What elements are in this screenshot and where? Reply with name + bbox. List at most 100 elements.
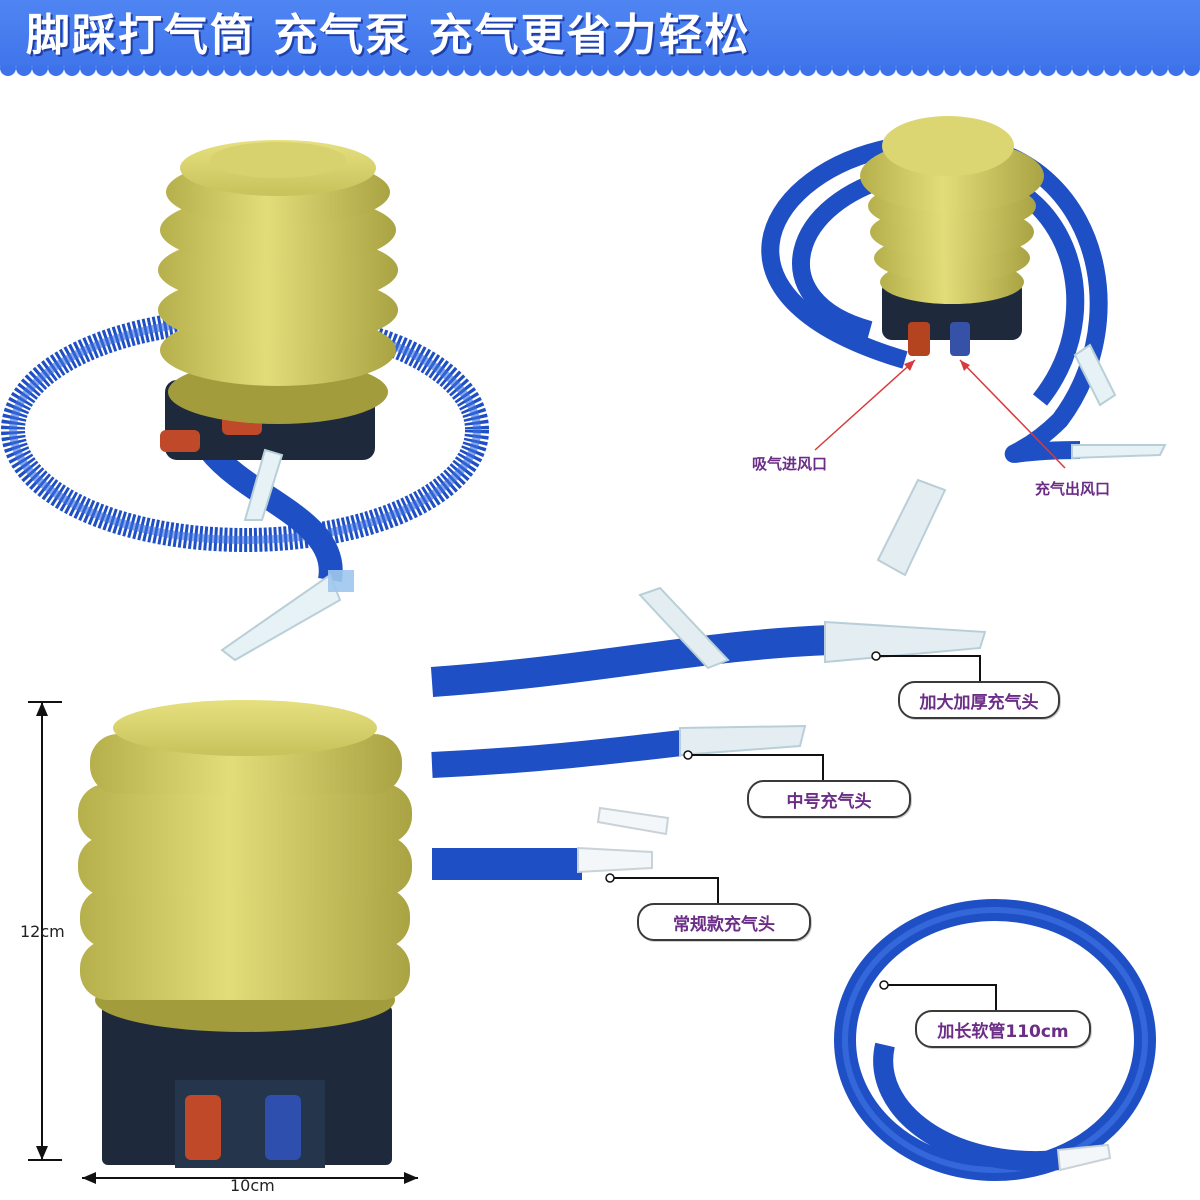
regular-nozzle: [577, 846, 653, 874]
scallop-bump: [160, 66, 176, 76]
outlet-nozzle: [950, 322, 970, 356]
scallop-bump: [128, 66, 144, 76]
scallop-bump: [1040, 66, 1056, 76]
scallop-bump: [672, 66, 688, 76]
large-nozzle-left: [220, 573, 342, 662]
scallop-bump: [592, 66, 608, 76]
scallop-bump: [848, 66, 864, 76]
scallop-bump: [688, 66, 704, 76]
height-dimension-label: 12cm: [20, 922, 65, 941]
scallop-bump: [944, 66, 960, 76]
scallop-bump: [512, 66, 528, 76]
scallop-bump: [528, 66, 544, 76]
scallop-bump: [960, 66, 976, 76]
scallop-bump: [464, 66, 480, 76]
scallop-bump: [192, 66, 208, 76]
scallop-bump: [704, 66, 720, 76]
scallop-bump: [1120, 66, 1136, 76]
outlet-port-label: 充气出风口: [1035, 480, 1111, 498]
scallop-bump: [816, 66, 832, 76]
large-nozzle-label: 加大加厚充气头: [898, 681, 1060, 719]
scallop-bump: [304, 66, 320, 76]
scallop-bump: [1008, 66, 1024, 76]
banner-scallop-edge: [0, 66, 1200, 80]
pump-dimension-view: [28, 700, 418, 1184]
scallop-bump: [720, 66, 736, 76]
scallop-bump: [896, 66, 912, 76]
scallop-bump: [992, 66, 1008, 76]
scallop-bump: [544, 66, 560, 76]
scallop-bump: [400, 66, 416, 76]
nozzle-comparison: [430, 478, 997, 1013]
scallop-bump: [832, 66, 848, 76]
banner-title: 脚踩打气筒 充气泵 充气更省力轻松: [26, 10, 751, 61]
scallop-bump: [560, 66, 576, 76]
large-nozzle: [824, 620, 987, 664]
scallop-bump: [144, 66, 160, 76]
scallop-bump: [96, 66, 112, 76]
scallop-bump: [32, 66, 48, 76]
pump-body: [158, 140, 398, 424]
scallop-bump: [752, 66, 768, 76]
long-hose-coil: [834, 899, 1156, 1181]
scallop-bump: [1152, 66, 1168, 76]
scallop-bump: [1168, 66, 1184, 76]
title-banner: 脚踩打气筒 充气泵 充气更省力轻松: [0, 0, 1200, 80]
scallop-bump: [976, 66, 992, 76]
scallop-bump: [208, 66, 224, 76]
scallop-bump: [1024, 66, 1040, 76]
pump-body: [860, 116, 1044, 304]
scallop-bump: [368, 66, 384, 76]
intake-nozzle: [908, 322, 930, 356]
scallop-bump: [768, 66, 784, 76]
scallop-bump: [384, 66, 400, 76]
scallop-bump: [1104, 66, 1120, 76]
scallop-bump: [1088, 66, 1104, 76]
scallop-bump: [288, 66, 304, 76]
scallop-bump: [480, 66, 496, 76]
scallop-bump: [416, 66, 432, 76]
scallop-bump: [1072, 66, 1088, 76]
outlet-nozzle: [265, 1095, 301, 1160]
scallop-bump: [224, 66, 240, 76]
pump-body: [78, 700, 412, 1032]
scallop-bump: [912, 66, 928, 76]
scallop-bump: [48, 66, 64, 76]
medium-nozzle-label: 中号充气头: [747, 780, 911, 818]
scallop-bump: [608, 66, 624, 76]
scallop-bump: [1184, 66, 1200, 76]
scallop-bump: [576, 66, 592, 76]
scallop-bump: [176, 66, 192, 76]
scallop-bump: [864, 66, 880, 76]
scallop-bump: [0, 66, 16, 76]
intake-nozzle: [160, 430, 200, 452]
scallop-bump: [432, 66, 448, 76]
scallop-bump: [928, 66, 944, 76]
hose-tail: [200, 442, 343, 582]
pump-with-hose-right: [761, 116, 1167, 469]
scallop-bump: [656, 66, 672, 76]
scallop-bump: [240, 66, 256, 76]
scallop-bump: [496, 66, 512, 76]
scallop-bump: [784, 66, 800, 76]
scallop-bump: [880, 66, 896, 76]
intake-port-label: 吸气进风口: [752, 455, 828, 473]
long-hose-label: 加长软管110cm: [915, 1010, 1091, 1048]
scallop-bump: [640, 66, 656, 76]
medium-nozzle: [679, 724, 807, 757]
pump-with-hose-left: [1, 140, 489, 662]
scallop-bump: [320, 66, 336, 76]
intake-nozzle: [185, 1095, 221, 1160]
regular-nozzle-label: 常规款充气头: [637, 903, 811, 941]
scallop-bump: [1136, 66, 1152, 76]
scallop-bump: [16, 66, 32, 76]
scallop-bump: [336, 66, 352, 76]
scallop-bump: [736, 66, 752, 76]
scallop-bump: [64, 66, 80, 76]
scallop-bump: [112, 66, 128, 76]
scallop-bump: [624, 66, 640, 76]
scallop-bump: [1056, 66, 1072, 76]
scallop-bump: [352, 66, 368, 76]
scallop-bump: [800, 66, 816, 76]
